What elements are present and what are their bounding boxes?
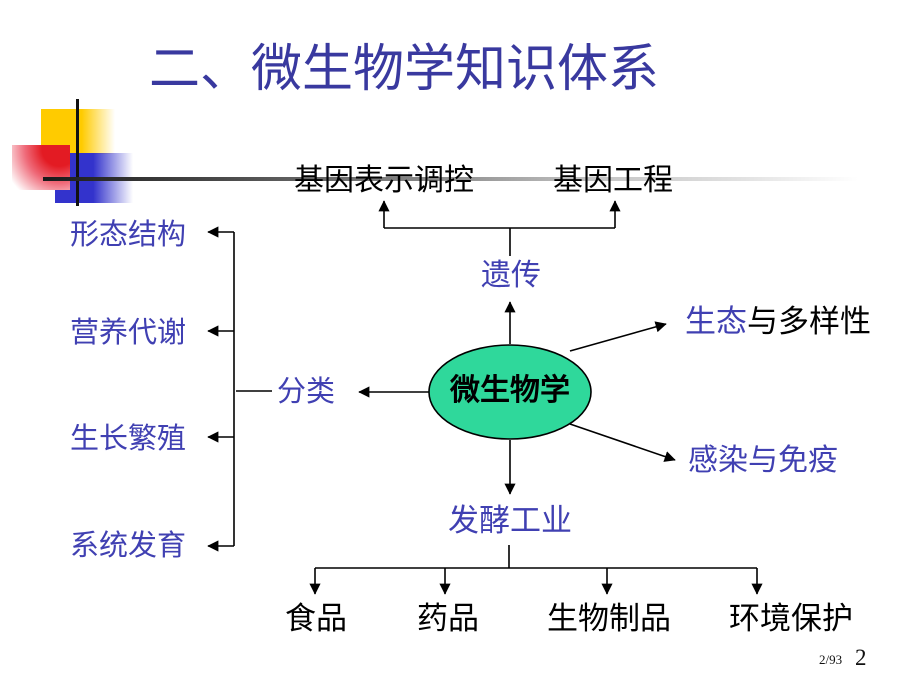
- arrow-genetics-to-genes: [378, 200, 621, 256]
- label-morphology-structure: 形态结构: [70, 219, 187, 251]
- label-gene-engineering: 基因工程: [553, 164, 673, 197]
- label-gene-regulation: 基因表示调控: [294, 164, 474, 197]
- page-number: 2: [855, 645, 867, 670]
- label-medicine: 药品: [417, 601, 479, 636]
- label-infection-immunity: 感染与免疫: [688, 444, 838, 477]
- bracket-classification-branches: [207, 226, 235, 552]
- page-title: 二、微生物学知识体系: [149, 42, 660, 98]
- label-fermentation-industry: 发酵工业: [448, 503, 572, 538]
- label-nutrition-metabolism: 营养代谢: [70, 317, 187, 349]
- label-biological-products: 生物制品: [547, 601, 671, 636]
- label-ecology-black-part: 与多样性: [747, 304, 871, 339]
- label-growth-reproduction: 生长繁殖: [70, 423, 187, 455]
- decor-horizontal-rule: [43, 177, 858, 181]
- label-environment-protection: 环境保护: [729, 601, 853, 636]
- bracket-fermentation-industries: [309, 545, 763, 595]
- label-ecology-blue-part: 生态: [685, 304, 747, 339]
- decor-vertical-line: [76, 99, 79, 206]
- page-indicator: 2/93: [819, 652, 843, 667]
- label-ecology-diversity: 生态与多样性: [685, 304, 871, 339]
- arrow-infection: [569, 423, 676, 462]
- arrow-ecology: [569, 321, 667, 352]
- label-genetics: 遗传: [481, 259, 541, 292]
- label-classification: 分类: [277, 376, 336, 408]
- decor-red-square: [12, 145, 70, 190]
- microbiology-label: 微生物学: [450, 374, 570, 407]
- label-food: 食品: [285, 601, 347, 636]
- label-phylogeny: 系统发育: [70, 530, 187, 562]
